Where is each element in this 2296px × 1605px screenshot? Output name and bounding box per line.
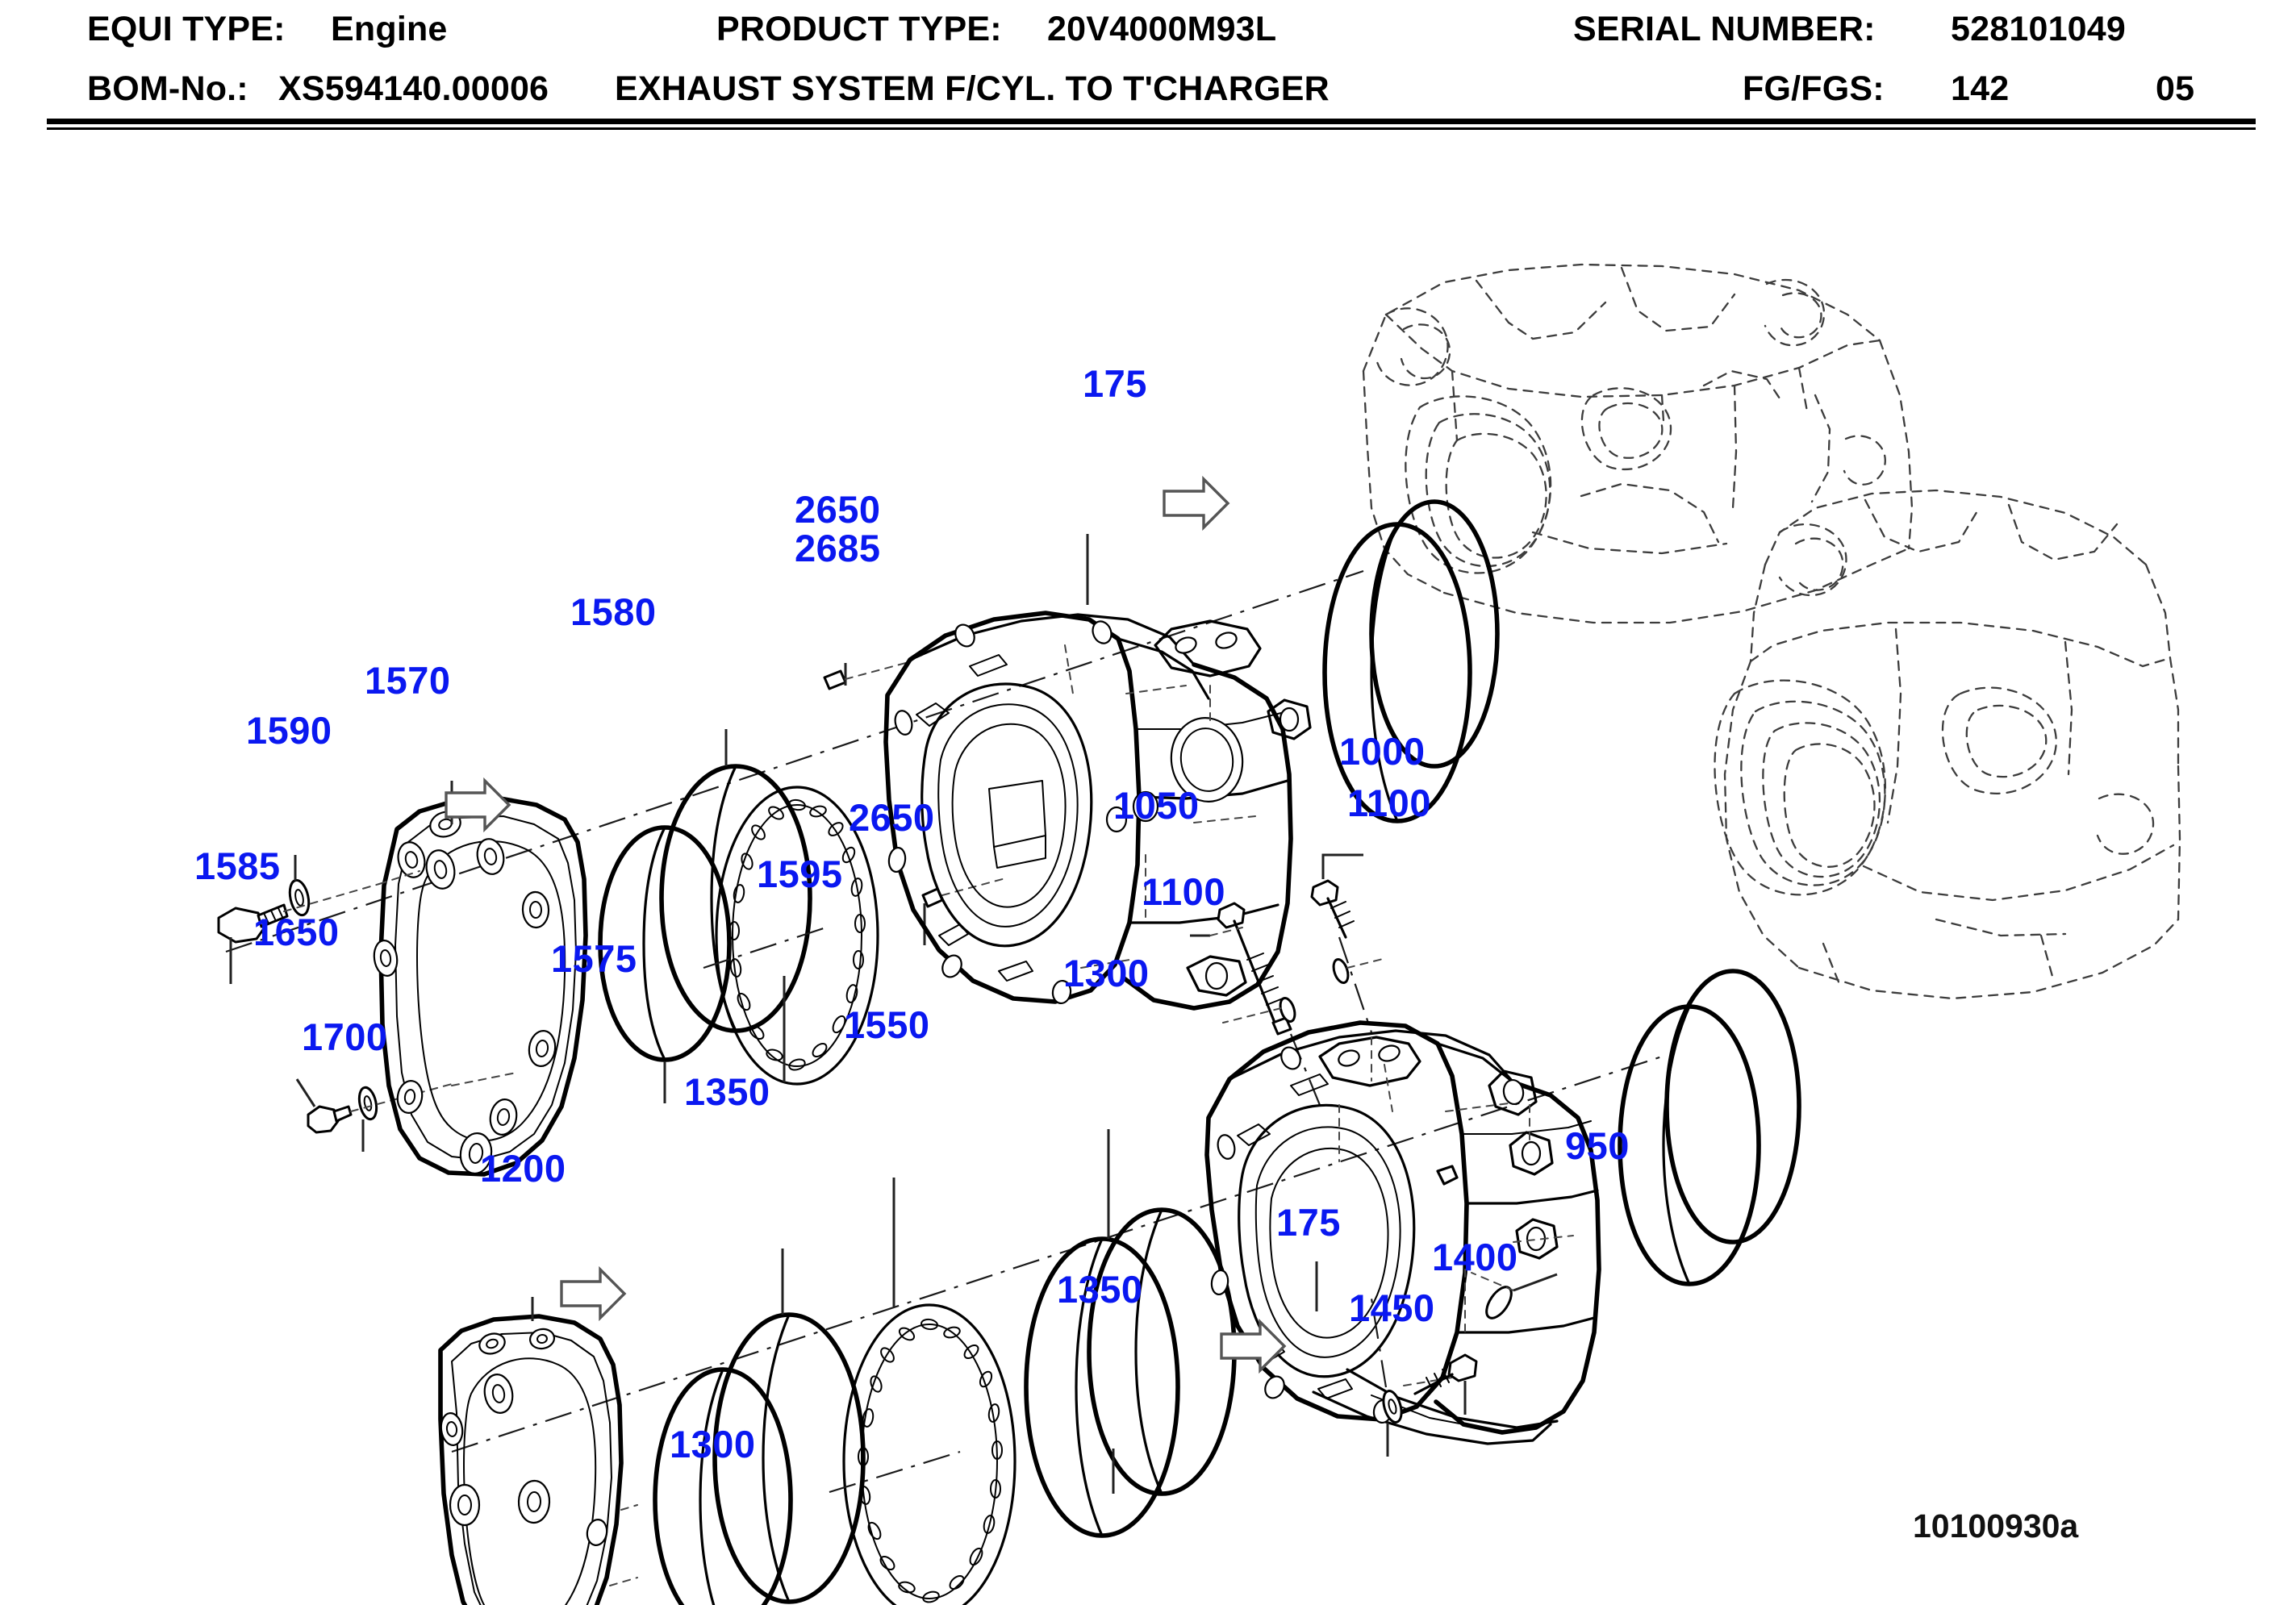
exploded-view-drawing: .sld { fill:none; stroke:#000; stroke-wi… <box>0 129 2296 1605</box>
fg-fgs-label: FG/FGS: <box>1743 69 1885 108</box>
callout-1580: 1580 <box>570 590 657 633</box>
part-1570-cover-flange <box>373 796 588 1177</box>
equi-type-label: EQUI TYPE: <box>87 10 286 48</box>
leader-1650 <box>295 1078 316 1107</box>
part-1585-bolt <box>217 903 289 944</box>
phantom-engine-block-lower <box>1714 489 2181 1000</box>
part-1100-washer-lower <box>1279 997 1296 1023</box>
part-1595-gasket <box>703 786 879 1086</box>
leader-1100-upper <box>1346 957 1387 969</box>
assembly-title: EXHAUST SYSTEM F/CYL. TO T'CHARGER <box>615 69 1330 108</box>
part-1350-ring-lower-left <box>712 1312 866 1604</box>
callout-2685: 2685 <box>795 526 881 569</box>
bolt-axis-1650 <box>350 1083 453 1112</box>
callout-1585: 1585 <box>194 844 281 887</box>
callout-1100-a: 1100 <box>1142 870 1225 913</box>
callout-2650-b: 2650 <box>849 796 935 839</box>
equi-type-value: Engine <box>331 10 448 48</box>
centerline-lower <box>451 1055 1663 1453</box>
bom-no-value: XS594140.00006 <box>278 69 549 108</box>
part-1000-bolt <box>1310 879 1355 939</box>
part-1450-washer <box>1382 1390 1403 1424</box>
leader-1000 <box>1321 853 1363 879</box>
centerline-upper <box>225 569 1364 953</box>
part-1575-seal-ring <box>598 825 732 1062</box>
header-rule-thin <box>47 127 2256 130</box>
callout-2650-a: 2650 <box>795 488 881 531</box>
page-header: EQUI TYPE: Engine PRODUCT TYPE: 20V4000M… <box>0 0 2296 130</box>
part-1350-ring-middle <box>1087 1207 1237 1496</box>
part-1400-bolt <box>1413 1353 1478 1395</box>
callout-1590: 1590 <box>246 709 332 752</box>
part-1050-stud-bolt <box>1217 902 1292 1036</box>
bom-no-label: BOM-No.: <box>87 69 248 108</box>
callout-1450: 1450 <box>1349 1286 1435 1329</box>
part-ring-lower-pair <box>1618 969 1801 1286</box>
leader-950 <box>1513 1273 1558 1292</box>
part-1700-washer <box>357 1086 378 1121</box>
callout-1200: 1200 <box>480 1147 566 1190</box>
callout-1595: 1595 <box>757 853 843 895</box>
fg-fgs-value: 142 <box>1951 69 2010 108</box>
callout-1700: 1700 <box>302 1015 388 1058</box>
arrow-175-bottom <box>1220 1318 1287 1374</box>
callout-1350-t: 1350 <box>684 1070 770 1113</box>
callout-1000: 1000 <box>1339 730 1426 773</box>
drawing-number: 10100930a <box>1913 1507 2079 1545</box>
callout-2650-2685: 2650 2685 <box>795 490 881 568</box>
callout-1650: 1650 <box>253 911 340 953</box>
arrow-175-top <box>1163 475 1230 532</box>
part-1300-ring-lower <box>653 1367 793 1605</box>
part-exhaust-housing-lower <box>1204 1020 1601 1445</box>
callout-1400: 1400 <box>1432 1236 1518 1278</box>
header-rule-thick <box>47 119 2256 124</box>
part-1300-ring-middle <box>1024 1236 1180 1538</box>
callout-950: 950 <box>1565 1124 1630 1167</box>
product-type-value: 20V4000M93L <box>1047 10 1277 48</box>
callout-1550: 1550 <box>844 1003 930 1046</box>
serial-number-value: 528101049 <box>1951 10 2127 48</box>
bolt-axis-1585 <box>283 883 380 912</box>
callout-1300-b: 1300 <box>670 1423 756 1465</box>
part-1200-cover-flange <box>438 1314 638 1605</box>
part-1550-gasket <box>829 1303 1017 1605</box>
callout-175-top: 175 <box>1083 362 1147 405</box>
serial-number-label: SERIAL NUMBER: <box>1573 10 1876 48</box>
callout-1570: 1570 <box>365 659 451 702</box>
callout-1100-b: 1100 <box>1347 782 1431 824</box>
product-type-label: PRODUCT TYPE: <box>716 10 1002 48</box>
callout-1350-b: 1350 <box>1057 1268 1143 1311</box>
leader-1100-lower <box>1222 1007 1282 1023</box>
arrow-1570 <box>445 777 511 833</box>
callout-1300-r: 1300 <box>1063 952 1150 994</box>
part-1650-screw <box>307 1105 353 1134</box>
part-exhaust-housing-upper <box>883 611 1312 1011</box>
part-1100-washer-upper <box>1332 958 1350 984</box>
arrow-1200 <box>560 1265 627 1322</box>
sheet-number: 05 <box>2156 69 2195 108</box>
callout-175-bottom: 175 <box>1276 1201 1341 1244</box>
part-2650-dowel-upper <box>823 669 847 690</box>
callout-1575: 1575 <box>551 937 637 980</box>
callout-1050: 1050 <box>1113 784 1200 827</box>
phantom-engine-block-upper <box>1362 263 1914 624</box>
part-ring-upper-pair <box>1322 499 1500 823</box>
